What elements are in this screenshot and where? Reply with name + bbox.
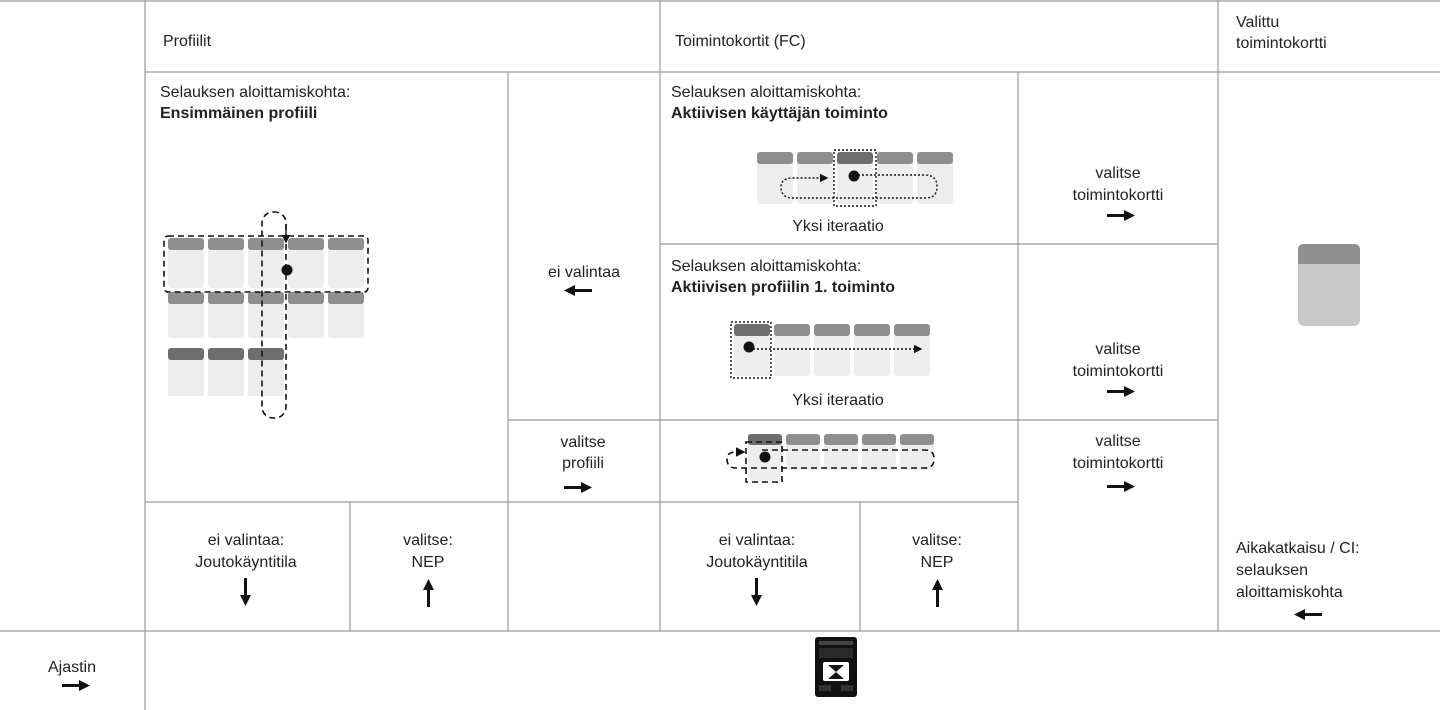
timeout-line3: aloittamiskohta <box>1236 584 1343 601</box>
selected-card-header-line1: Valittu <box>1236 14 1280 31</box>
row-scan-loop <box>163 235 369 293</box>
timeout-line1: Aikakatkaisu / CI: <box>1236 540 1360 557</box>
profile-cards-row-1 <box>168 238 364 288</box>
timer-label: Ajastin <box>47 659 97 676</box>
hourglass-device-icon <box>815 637 857 697</box>
fc-idle-line1: ei valintaa: <box>718 532 796 549</box>
profiles-idle-line1: ei valintaa: <box>207 532 285 549</box>
timeout-line2: selauksen <box>1236 562 1309 579</box>
arrow-right-select-profile <box>564 482 592 493</box>
fc-active-user-illustration <box>757 149 953 207</box>
fc-active-profile-start-value: Aktiivisen profiilin 1. toiminto <box>671 279 896 296</box>
profiles-grid-illustration <box>163 211 369 419</box>
fc-active-profile-start-label: Selauksen aloittamiskohta: <box>671 258 862 275</box>
profile-cards-row-2 <box>168 292 364 338</box>
arrow-right-select-card-3 <box>1107 481 1135 492</box>
fc-active-user-start-value: Aktiivisen käyttäjän toiminto <box>671 105 888 122</box>
arrow-left-no-selection <box>564 285 592 296</box>
select-card-1-line1: valitse <box>1095 165 1141 182</box>
fc-idle-line2: Joutokäyntitila <box>706 554 808 571</box>
select-card-3-line2: toimintokortti <box>1072 455 1164 472</box>
select-profile-illustration <box>726 434 935 483</box>
fc-active-user-caption: Yksi iteraatio <box>792 218 884 235</box>
selected-card-illustration <box>1298 244 1360 326</box>
select-profile-line2: profiili <box>562 455 604 472</box>
function-cards-header: Toimintokortit (FC) <box>675 33 806 50</box>
no-selection-label: ei valintaa <box>547 264 621 281</box>
fc-nep-line2: NEP <box>920 554 954 571</box>
select-card-2-line2: toimintokortti <box>1072 363 1164 380</box>
arrow-right-timer <box>62 680 90 691</box>
fc-active-profile-illustration <box>730 321 930 379</box>
profiles-start-value: Ensimmäinen profiili <box>160 105 318 122</box>
select-profile-line1: valitse <box>560 434 606 451</box>
profiles-nep-line2: NEP <box>411 554 445 571</box>
select-card-1-line2: toimintokortti <box>1072 187 1164 204</box>
select-card-3-line1: valitse <box>1095 433 1141 450</box>
arrow-up-nep-profiles <box>423 579 434 607</box>
profiles-nep-line1: valitse: <box>403 532 453 549</box>
arrow-right-select-card-1 <box>1107 210 1135 221</box>
fc-nep-line1: valitse: <box>912 532 962 549</box>
current-position-dot <box>281 264 293 276</box>
arrow-left-timeout <box>1294 609 1322 620</box>
profiles-header: Profiilit <box>163 33 212 50</box>
arrow-down-idle-fc <box>751 578 762 606</box>
arrow-down-idle-profiles <box>240 578 251 606</box>
profiles-start-label: Selauksen aloittamiskohta: <box>160 84 351 101</box>
arrow-right-select-card-2 <box>1107 386 1135 397</box>
profiles-idle-line2: Joutokäyntitila <box>195 554 297 571</box>
column-scan-loop <box>261 211 287 419</box>
arrows <box>62 210 1322 691</box>
selected-card-header-line2: toimintokortti <box>1236 35 1327 52</box>
arrow-up-nep-fc <box>932 579 943 607</box>
profile-cards-row-3 <box>168 348 284 396</box>
select-card-2-line1: valitse <box>1095 341 1141 358</box>
fc-active-user-start-label: Selauksen aloittamiskohta: <box>671 84 862 101</box>
fc-active-profile-caption: Yksi iteraatio <box>792 392 884 409</box>
